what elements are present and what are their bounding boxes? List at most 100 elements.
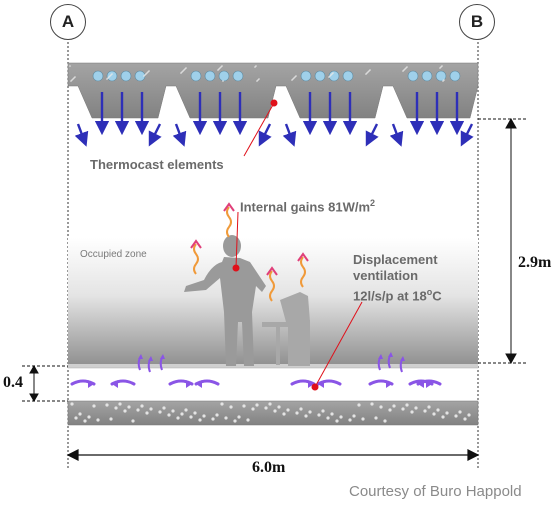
- aggregate-speck: [295, 411, 299, 415]
- diagonal-arrow: [365, 123, 379, 147]
- floor-slab: [67, 400, 479, 426]
- aggregate-speck: [96, 418, 100, 422]
- aggregate-speck: [229, 405, 233, 409]
- aggregate-speck: [193, 411, 197, 415]
- aggregate-speck: [392, 404, 396, 408]
- aggregate-speck: [264, 406, 268, 410]
- hollow-core: [300, 70, 312, 82]
- grid-label-b: B: [459, 4, 495, 40]
- diagonal-arrow: [258, 123, 272, 147]
- aggregate-speck: [330, 412, 334, 416]
- aggregate-speck: [436, 408, 440, 412]
- degree-superscript: o: [426, 287, 433, 297]
- diagonal-arrow: [172, 123, 187, 147]
- aggregate-speck: [352, 414, 356, 418]
- hollow-core: [449, 70, 461, 82]
- aggregate-speck: [410, 410, 414, 414]
- hollow-core: [421, 70, 433, 82]
- image-credit: Courtesy of Buro Happold: [349, 483, 522, 500]
- rising-air-head: [160, 354, 165, 359]
- diagonal-arrow: [282, 123, 297, 147]
- aggregate-speck: [379, 405, 383, 409]
- aggregate-speck: [383, 419, 387, 423]
- radiant-cooling-arrows: [74, 92, 474, 147]
- aggregate-speck: [299, 407, 303, 411]
- aggregate-speck: [140, 404, 144, 408]
- displacement-unit: C: [432, 288, 442, 304]
- hollow-core: [218, 70, 230, 82]
- aggregate-speck: [423, 409, 427, 413]
- heat-plume-wave: [300, 256, 306, 288]
- aggregate-speck: [282, 412, 286, 416]
- aggregate-speck: [180, 412, 184, 416]
- hollow-core: [407, 70, 419, 82]
- hollow-core: [190, 70, 202, 82]
- aggregate-speck: [454, 414, 458, 418]
- aggregate-speck: [220, 402, 224, 406]
- width-dimension-label: 6.0m: [252, 459, 286, 476]
- width-dimension: [66, 449, 480, 461]
- diagonal-arrow: [148, 123, 162, 147]
- aggregate-speck: [215, 413, 219, 417]
- heat-plume-chevron: [190, 239, 202, 249]
- heat-plume-wave: [226, 206, 232, 238]
- height-dimension-label: 2.9m: [518, 254, 552, 271]
- diagonal-arrow: [460, 123, 474, 147]
- aggregate-speck: [78, 412, 82, 416]
- aggregate-speck: [273, 409, 277, 413]
- aggregate-speck: [317, 413, 321, 417]
- aggregate-speck: [114, 406, 118, 410]
- occupied-zone-shading: [68, 238, 478, 366]
- aggregate-speck: [74, 416, 78, 420]
- hollow-core: [92, 70, 104, 82]
- aggregate-speck: [374, 416, 378, 420]
- rising-air-head: [400, 356, 405, 361]
- aggregate-speck: [198, 418, 202, 422]
- hollow-core: [204, 70, 216, 82]
- annotation-leaders: [232, 99, 363, 391]
- displacement-line-3: 12l/s/p at 18oC: [353, 284, 442, 304]
- supply-air-head: [418, 380, 424, 388]
- rising-air-head: [388, 352, 393, 357]
- aggregate-speck: [463, 417, 467, 421]
- aggregate-speck: [224, 416, 228, 420]
- aggregate-speck: [145, 411, 149, 415]
- raised-floor-dimension-label: 0.4: [3, 374, 23, 391]
- hollow-core: [106, 70, 118, 82]
- displacement-line-3-text: 12l/s/p at 18: [353, 288, 427, 304]
- aggregate-speck: [427, 405, 431, 409]
- thermocast-label: Thermocast elements: [90, 157, 224, 172]
- aggregate-speck: [401, 407, 405, 411]
- aggregate-speck: [348, 418, 352, 422]
- supply-air-head: [318, 380, 324, 388]
- aggregate-speck: [189, 415, 193, 419]
- supply-air-arrows: [70, 352, 442, 388]
- aggregate-speck: [370, 402, 374, 406]
- aggregate-speck: [361, 417, 365, 421]
- occupied-zone-label: Occupied zone: [80, 249, 147, 260]
- displacement-ventilation-label: Displacement ventilation 12l/s/p at 18oC: [353, 252, 442, 304]
- aggregate-speck: [321, 409, 325, 413]
- grid-label-a: A: [50, 4, 86, 40]
- aggregate-speck: [445, 411, 449, 415]
- aggregate-speck: [123, 409, 127, 413]
- aggregate-speck: [211, 417, 215, 421]
- internal-gains-label: Internal gains 81W/m2: [240, 198, 376, 214]
- aggregate-speck: [308, 410, 312, 414]
- aggregate-speck: [405, 403, 409, 407]
- raised-floor-deck: [68, 364, 478, 369]
- aggregate-speck: [162, 406, 166, 410]
- internal-gains-superscript: 2: [370, 198, 376, 208]
- thermocast-ceiling-slab: [67, 62, 479, 119]
- aggregate-speck: [304, 414, 308, 418]
- aggregate-speck: [131, 419, 135, 423]
- desk-with-computer: [262, 292, 310, 366]
- aggregate-speck: [237, 415, 241, 419]
- supply-air-head: [196, 380, 202, 388]
- aggregate-speck: [335, 419, 339, 423]
- aggregate-speck: [92, 404, 96, 408]
- hollow-core: [134, 70, 146, 82]
- supply-air-head: [386, 380, 392, 388]
- aggregate-speck: [441, 415, 445, 419]
